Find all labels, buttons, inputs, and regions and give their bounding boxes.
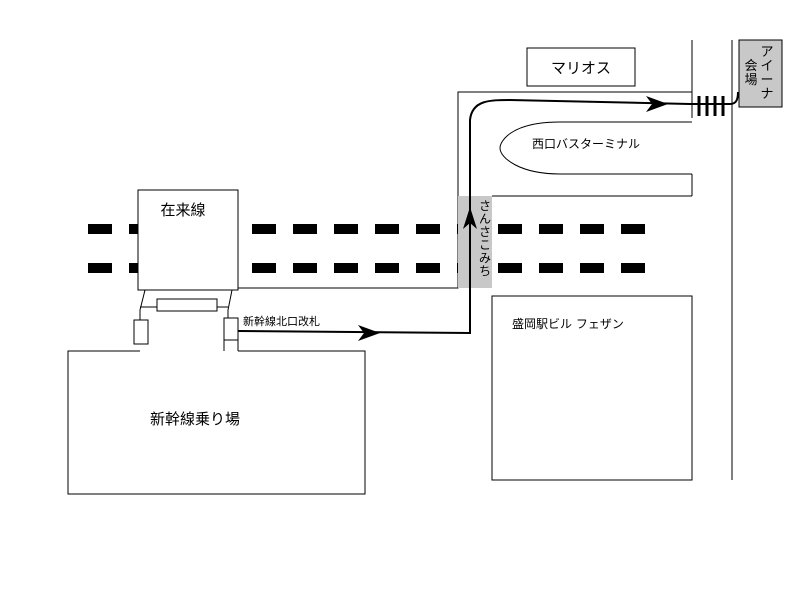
sansakomichi-walkway — [458, 196, 492, 288]
zairaisen-building — [137, 189, 239, 291]
sansakomichi-label: さんさこみち — [479, 199, 491, 278]
gate-right-box — [223, 317, 239, 341]
gate-left-box — [133, 319, 149, 345]
aiina-venue-label: アイーナ会場 — [744, 45, 773, 102]
route-arrow-icon — [358, 325, 380, 341]
west-bus-terminal-loop — [499, 121, 692, 175]
station-east-outline — [237, 91, 693, 289]
shinkansen-gate-label: 新幹線北口改札 — [243, 314, 320, 328]
crosswalk-icon — [697, 96, 725, 116]
aiina-venue-box — [738, 39, 783, 108]
concourse-bridge — [156, 298, 218, 312]
station-building-label: 盛岡駅ビル フェザン — [512, 316, 624, 331]
gate-right-box-lower — [223, 339, 239, 353]
mario-label: マリオス — [551, 59, 611, 77]
crosswalk-approach — [690, 91, 739, 105]
shinkansen-platform-label: 新幹線乗り場 — [150, 410, 240, 428]
zairaisen-label: 在来線 — [160, 201, 205, 219]
west-bus-terminal-label: 西口バスターミナル — [532, 137, 640, 151]
route-path — [237, 98, 691, 335]
shinkansen-platform — [67, 350, 366, 495]
route-arrow-icon — [646, 96, 668, 112]
mario-building — [526, 47, 636, 87]
station-building-fezan — [491, 295, 693, 481]
route-arrow-icon — [463, 207, 477, 229]
